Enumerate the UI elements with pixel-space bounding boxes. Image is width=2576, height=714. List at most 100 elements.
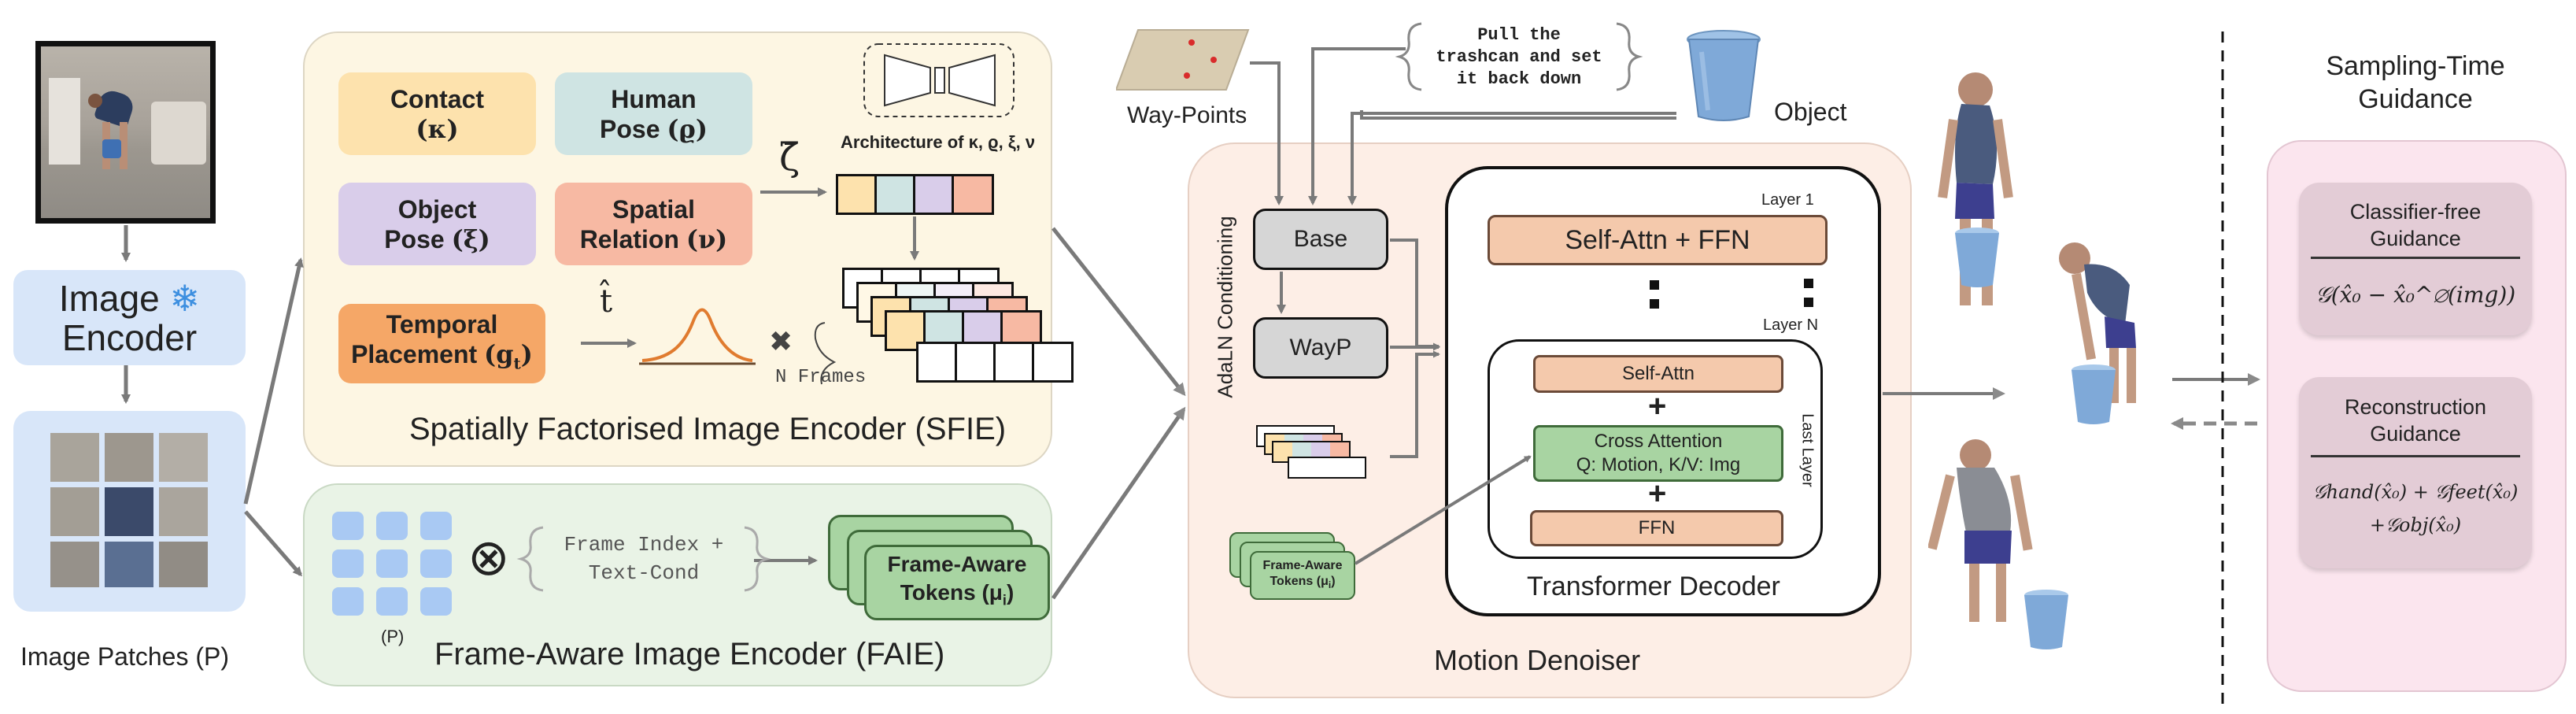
reconstruction-divider xyxy=(2311,455,2520,457)
contact-symbol: (κ) xyxy=(416,113,459,144)
cfg-divider xyxy=(2311,257,2520,259)
text-condition: Pull the trashcan and set it back down xyxy=(1417,21,1621,94)
reconstruction-card xyxy=(2299,377,2532,568)
denoiser-token-label-1: Frame-Aware xyxy=(1262,558,1343,572)
spatial-relation-symbol: (ν) xyxy=(686,224,728,254)
denoiser-token-label-2: Tokens (μ xyxy=(1270,574,1329,588)
temporal-placement-sub: t xyxy=(513,353,521,373)
wayp-label: WayP xyxy=(1289,335,1352,361)
waypoints-label: Way-Points xyxy=(1127,102,1247,128)
transformer-decoder-title: Transformer Decoder xyxy=(1527,572,1780,601)
contact-box: Contact (κ) xyxy=(338,72,536,155)
object-pose-symbol: (ξ) xyxy=(451,224,490,254)
human-figure-3 xyxy=(1928,431,2046,628)
faie-condition-line-2: Text-Cond xyxy=(588,561,700,585)
human-figure-2 xyxy=(2043,230,2153,411)
spatial-relation-box: Spatial Relation (ν) xyxy=(555,183,752,265)
faie-token-box: Frame-Aware Tokens (μi) xyxy=(864,545,1050,620)
faie-p-label: (P) xyxy=(381,627,405,646)
cfg-title-line-1: Classifier-free xyxy=(2349,200,2482,224)
layer-1-label: Layer 1 xyxy=(1761,191,1814,209)
denoiser-token-sub: i xyxy=(1328,579,1332,591)
faie-condition-line-1: Frame Index + xyxy=(564,533,724,557)
reconstruction-formula-1: 𝒢hand(x̂₀) + 𝒢feet(x̂₀) xyxy=(2312,481,2519,503)
faie-token-close: ) xyxy=(1006,580,1015,605)
faie-token-label-2: Tokens (μ xyxy=(900,580,1003,605)
architecture-label: Architecture of κ, ϱ, ξ, ν xyxy=(841,132,1036,152)
guidance-title-line-1: Sampling-Time xyxy=(2326,51,2505,81)
spatial-relation-label-2: Relation xyxy=(579,224,679,253)
text-condition-line-1: Pull the xyxy=(1477,25,1561,45)
text-condition-line-3: it back down xyxy=(1456,69,1582,89)
spatial-relation-label: Spatial xyxy=(612,194,695,224)
zeta-bar-symbol: ζ̄ xyxy=(779,135,800,179)
plus-icon-2: + xyxy=(1648,476,1667,511)
object-pose-box: Object Pose (ξ) xyxy=(338,183,536,265)
reconstruction-formula: 𝒢hand(x̂₀) + 𝒢feet(x̂₀) +𝒢obj(x̂₀) xyxy=(2299,468,2532,549)
image-encoder-label-2: Encoder xyxy=(61,316,198,358)
faie-condition-text: Frame Index + Text-Cond xyxy=(541,529,746,589)
ellipsis-dots-2 xyxy=(1804,279,1813,310)
guidance-title: Sampling-Time Guidance xyxy=(2264,47,2567,118)
self-attn-ffn-label: Self-Attn + FFN xyxy=(1565,224,1750,255)
image-patches-label: Image Patches (P) xyxy=(20,642,229,671)
denoiser-token-close: ) xyxy=(1331,574,1336,588)
layer-n-label: Layer N xyxy=(1763,316,1819,334)
multiply-icon: ✖ xyxy=(769,325,793,357)
trashcan-figure-3 xyxy=(2023,589,2070,652)
faie-token-sub: i xyxy=(1002,592,1007,609)
ellipsis-dots-1 xyxy=(1650,280,1659,312)
cfg-formula: 𝒢(x̂₀ − x̂₀^∅(img)) xyxy=(2315,282,2516,308)
self-attn-label: Self-Attn xyxy=(1621,363,1695,384)
cross-attention-label-1: Cross Attention xyxy=(1594,431,1723,452)
image-encoder-box: Image ❄ Encoder xyxy=(13,270,246,365)
human-pose-box: Human Pose (ϱ) xyxy=(555,72,752,155)
object-pose-label: Object xyxy=(397,194,477,224)
object-pose-label-2: Pose xyxy=(384,224,445,253)
trashcan-figure-2 xyxy=(2070,364,2117,427)
snowflake-icon: ❄ xyxy=(169,277,201,319)
temporal-placement-box: Temporal Placement (gt) xyxy=(338,304,545,383)
temporal-placement-symbol: (g xyxy=(484,339,514,369)
temporal-placement-label: Temporal xyxy=(386,309,498,339)
cfg-card xyxy=(2299,183,2532,335)
cfg-title-line-2: Guidance xyxy=(2370,227,2461,250)
sfie-title: Spatially Factorised Image Encoder (SFIE… xyxy=(409,412,1007,446)
input-photo xyxy=(35,41,216,224)
guidance-title-line-2: Guidance xyxy=(2358,84,2473,114)
reconstruction-title: Reconstruction Guidance xyxy=(2299,390,2532,450)
ffn-label: FFN xyxy=(1638,517,1676,538)
faie-token-label-1: Frame-Aware xyxy=(887,552,1027,577)
reconstruction-title-line-2: Guidance xyxy=(2370,422,2461,446)
contact-label: Contact xyxy=(390,84,485,113)
reconstruction-formula-2: +𝒢obj(x̂₀) xyxy=(2369,514,2462,536)
waypoints-plane xyxy=(1116,28,1250,91)
reconstruction-title-line-1: Reconstruction xyxy=(2344,395,2487,419)
wayp-box: WayP xyxy=(1253,317,1388,379)
adaln-conditioning-label: AdaLN Conditioning xyxy=(1213,216,1237,398)
motion-denoiser-title: Motion Denoiser xyxy=(1434,644,1641,676)
t-hat-symbol: t̂ xyxy=(600,283,613,320)
human-pose-label-2: Pose xyxy=(600,114,660,143)
denoiser-mini-frames xyxy=(1256,425,1390,496)
image-encoder-label-1: Image xyxy=(58,277,160,319)
cross-attention-box: Cross Attention Q: Motion, K/V: Img xyxy=(1533,425,1783,482)
plus-icon-1: + xyxy=(1648,389,1667,424)
stacked-frames xyxy=(842,268,1078,386)
trashcan-figure-1 xyxy=(1953,227,2001,290)
faie-patch-grid xyxy=(332,512,454,618)
feature-strip xyxy=(836,174,994,215)
image-patches-grid xyxy=(50,433,209,587)
base-label: Base xyxy=(1293,226,1348,252)
ffn-box: FFN xyxy=(1530,510,1783,546)
temporal-placement-label-2: Placement xyxy=(351,339,478,368)
object-label: Object xyxy=(1774,98,1847,126)
denoiser-token-box: Frame-Aware Tokens (μi) xyxy=(1250,551,1355,600)
last-layer-label: Last Layer xyxy=(1798,413,1817,487)
self-attn-ffn-box: Self-Attn + FFN xyxy=(1488,215,1828,265)
text-condition-line-2: trashcan and set xyxy=(1436,47,1602,67)
base-box: Base xyxy=(1253,209,1388,270)
human-pose-symbol: (ϱ) xyxy=(667,113,708,144)
cross-attention-label-2: Q: Motion, K/V: Img xyxy=(1576,454,1741,475)
